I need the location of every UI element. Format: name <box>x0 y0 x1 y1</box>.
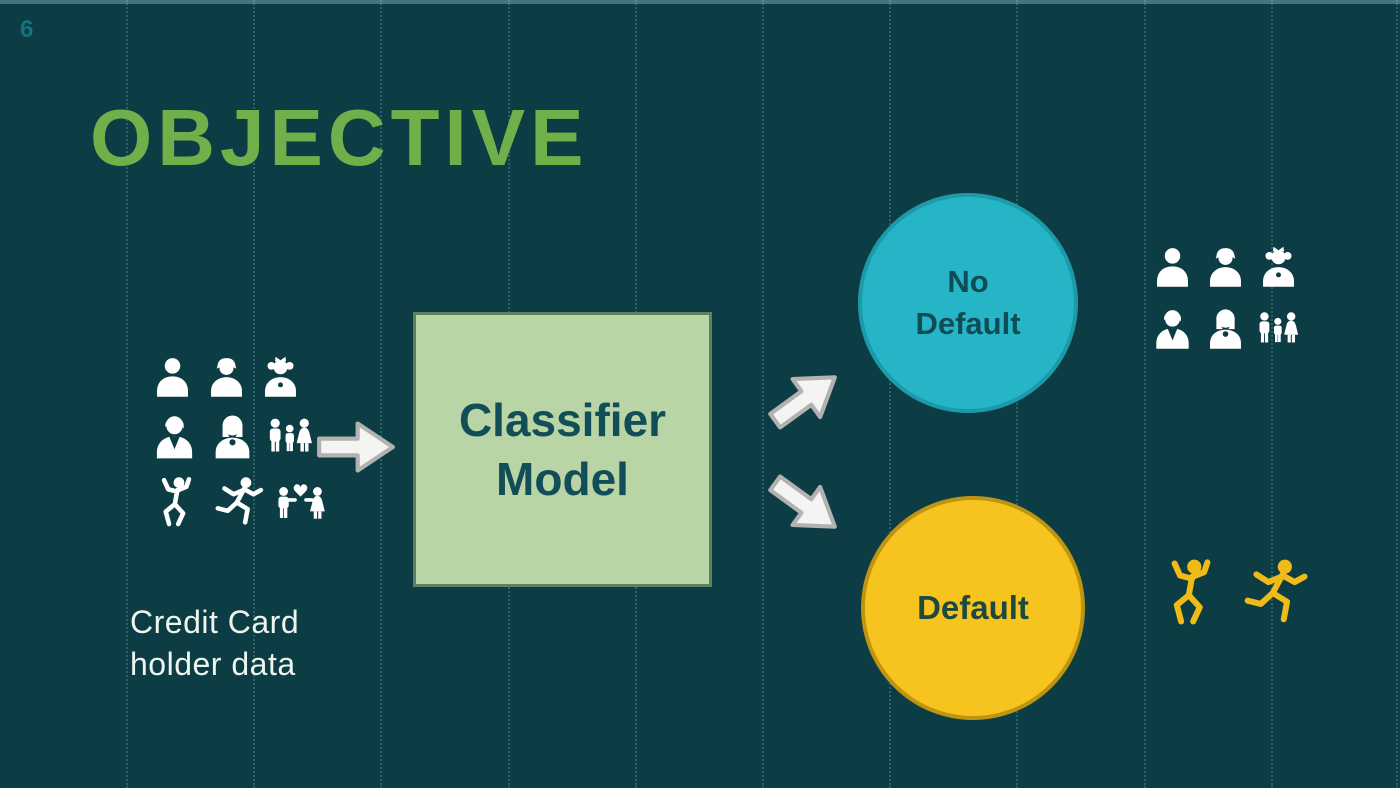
default-icon-group <box>1156 558 1310 641</box>
person-male-icon <box>1150 246 1195 291</box>
top-edge-strip <box>0 0 1400 4</box>
person-female-hair-icon <box>1203 308 1248 353</box>
gridline <box>762 0 764 788</box>
gridline <box>1144 0 1146 788</box>
default-circle: Default <box>861 496 1085 720</box>
person-dancing-icon <box>1156 558 1226 628</box>
no-default-icon-group <box>1150 246 1301 370</box>
gridline <box>1271 0 1273 788</box>
icon-row <box>150 476 327 529</box>
icon-row <box>1150 308 1301 353</box>
person-male-collar-icon <box>150 414 199 463</box>
gridline <box>1396 0 1398 788</box>
person-dancing-icon <box>150 476 203 529</box>
person-running-icon <box>212 476 265 529</box>
no-default-label: No Default <box>915 264 1021 341</box>
default-label: Default <box>917 589 1029 626</box>
input-caption: Credit Card holder data <box>130 604 300 682</box>
person-female-hair-icon <box>208 414 257 463</box>
slide-title: OBJECTIVE <box>90 93 589 182</box>
person-male-collar-icon <box>1150 308 1195 353</box>
person-male-cap-icon <box>1203 246 1248 291</box>
person-running-icon <box>1240 558 1310 628</box>
icon-row <box>150 414 327 463</box>
input-arrow-icon <box>314 416 398 478</box>
couple-heart-icon <box>274 476 327 529</box>
icon-row <box>1150 246 1301 291</box>
person-male-cap-icon <box>204 356 249 401</box>
icon-row <box>150 356 327 401</box>
no-default-circle: No Default <box>858 193 1078 413</box>
classifier-model-label: Classifier Model <box>458 393 667 505</box>
credit-card-holders-icon-group <box>150 356 327 542</box>
family-three-icon <box>1256 308 1301 353</box>
classifier-model-box: Classifier Model <box>413 312 712 587</box>
page-number: 6 <box>20 16 34 43</box>
person-male-icon <box>150 356 195 401</box>
gridline <box>253 0 255 788</box>
gridline <box>126 0 128 788</box>
person-female-bow-icon <box>258 356 303 401</box>
gridline <box>889 0 891 788</box>
icon-row <box>1156 558 1310 628</box>
person-female-bow-icon <box>1256 246 1301 291</box>
family-three-icon <box>266 414 315 463</box>
gridline <box>380 0 382 788</box>
